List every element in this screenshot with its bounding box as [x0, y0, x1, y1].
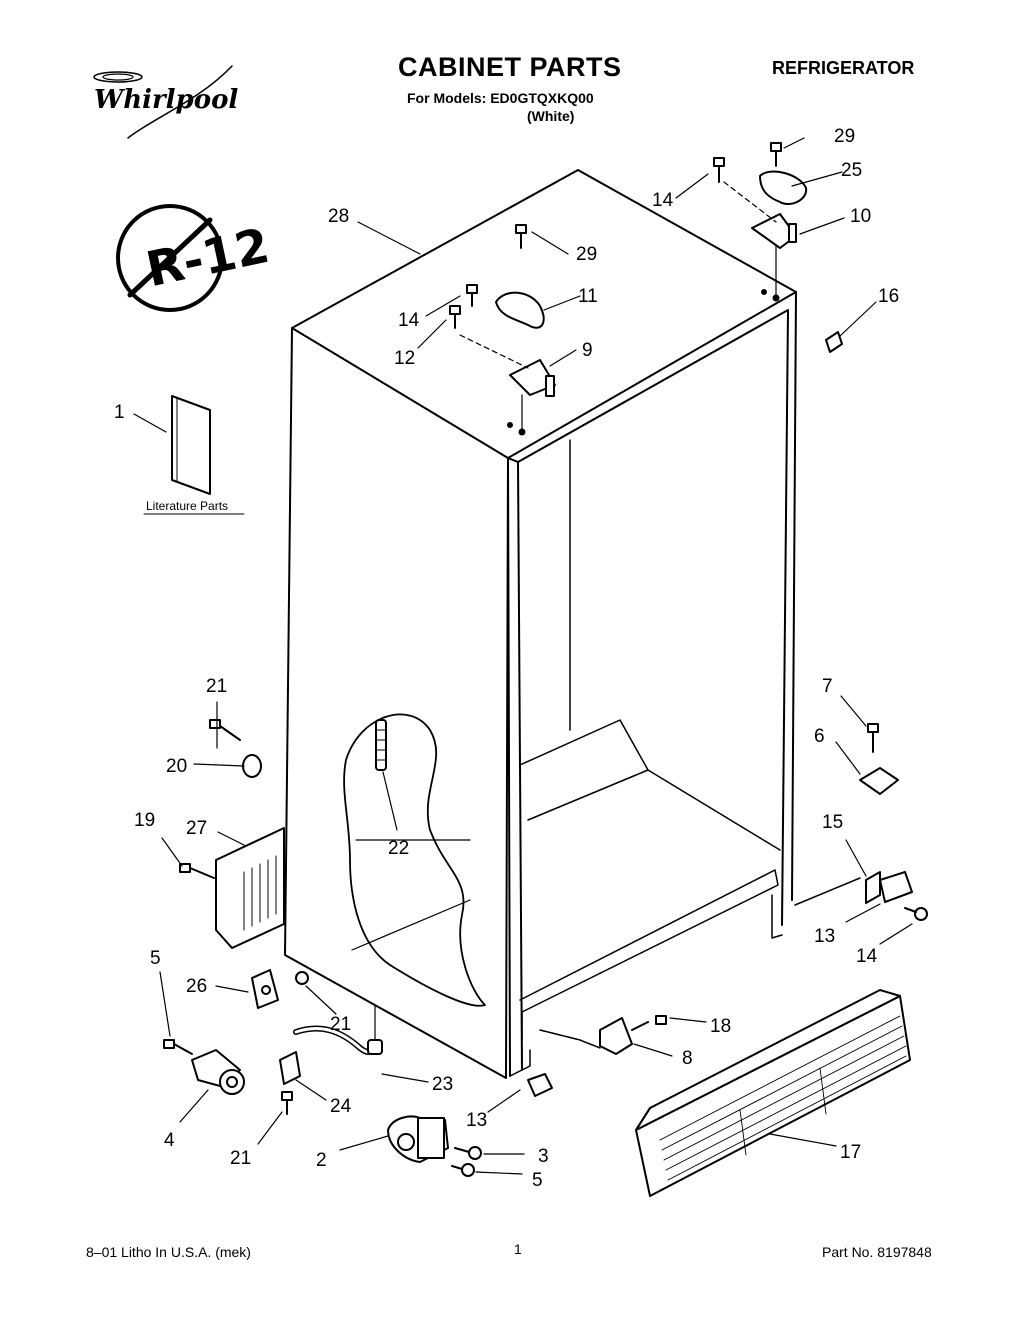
callout-c14a: 14	[652, 190, 674, 211]
callout-c5b: 5	[532, 1170, 543, 1191]
callout-c21c: 21	[230, 1148, 251, 1169]
callout-c4: 4	[164, 1130, 175, 1151]
callout-c2: 2	[316, 1150, 327, 1171]
page-title: CABINET PARTS	[398, 52, 622, 82]
callout-c23: 23	[432, 1074, 453, 1095]
callout-c11: 11	[578, 286, 598, 307]
bracket-26	[251, 969, 279, 1009]
callout-c1: 1	[114, 402, 125, 423]
bracket-8	[599, 1017, 633, 1055]
litho-footer: 8–01 Litho In U.S.A. (mek)	[86, 1244, 251, 1260]
callout-c24: 24	[330, 1096, 352, 1117]
screw-5-left	[163, 1039, 193, 1055]
clip-20	[242, 754, 262, 778]
screw-19	[179, 863, 215, 879]
callout-c29b: 29	[576, 244, 597, 265]
callout-c28: 28	[328, 206, 349, 227]
callout-c5a: 5	[150, 948, 161, 969]
callout-c22: 22	[388, 838, 409, 859]
roller-4	[191, 1049, 245, 1095]
callout-c19: 19	[134, 810, 155, 831]
screw-21-top	[209, 719, 241, 741]
models-line: For Models: ED0GTQXKQ00	[407, 90, 594, 106]
page-number: 1	[514, 1241, 522, 1257]
literature-book-icon	[143, 395, 245, 515]
leader-lines	[133, 137, 913, 1175]
toe-grille-17	[635, 989, 911, 1197]
screw-5-right	[451, 1163, 475, 1177]
side-cutaway	[343, 713, 486, 1007]
callout-c26: 26	[186, 976, 207, 997]
callout-c16: 16	[878, 286, 899, 307]
callout-c13a: 13	[814, 926, 835, 947]
callout-c13b: 13	[466, 1110, 487, 1131]
callout-c10: 10	[850, 206, 871, 227]
callout-c6: 6	[814, 726, 825, 747]
callout-c3: 3	[538, 1146, 549, 1167]
whirlpool-logo	[93, 65, 233, 139]
cabinet-shell	[284, 169, 861, 1079]
callout-c21a: 21	[206, 676, 227, 697]
category-label: REFRIGERATOR	[772, 58, 915, 78]
screw-3	[454, 1146, 482, 1160]
screw-18	[631, 1015, 667, 1031]
callout-c27: 27	[186, 818, 207, 839]
tube-22	[375, 719, 387, 771]
callout-c7: 7	[822, 676, 833, 697]
leveler-6-7	[859, 723, 899, 795]
r12-badge-text: R-12	[142, 218, 275, 298]
bracket-15	[865, 871, 928, 921]
top-hinge-left	[449, 224, 556, 436]
callout-c29a: 29	[834, 126, 855, 147]
callout-c18: 18	[710, 1016, 731, 1037]
callout-c20: 20	[166, 756, 187, 777]
callout-c17: 17	[840, 1142, 861, 1163]
roller-assembly-2	[387, 1115, 449, 1163]
bracket-13-front	[527, 1073, 553, 1097]
drain-tube-23	[293, 1005, 383, 1055]
part-number: Part No. 8197848	[822, 1244, 932, 1260]
color-line: (White)	[527, 108, 575, 124]
rear-cover-27	[215, 827, 285, 949]
callout-c21b: 21	[330, 1014, 351, 1035]
callout-c15: 15	[822, 812, 843, 833]
literature-parts-label: Literature Parts	[146, 499, 228, 513]
callout-c8: 8	[682, 1048, 693, 1069]
callout-c14b: 14	[398, 310, 420, 331]
clamp-24	[279, 1051, 301, 1085]
callout-c9: 9	[582, 340, 593, 361]
clip-16	[825, 331, 843, 353]
nut-21-mid	[295, 971, 309, 985]
top-hinge-right	[713, 142, 808, 302]
whirlpool-wordmark: Whirlpool	[94, 85, 238, 115]
callout-c12: 12	[394, 348, 415, 369]
callout-c25: 25	[841, 160, 862, 181]
screw-21-bottom	[281, 1091, 293, 1115]
callout-c14c: 14	[856, 946, 878, 967]
no-r12-badge-icon	[116, 204, 224, 312]
